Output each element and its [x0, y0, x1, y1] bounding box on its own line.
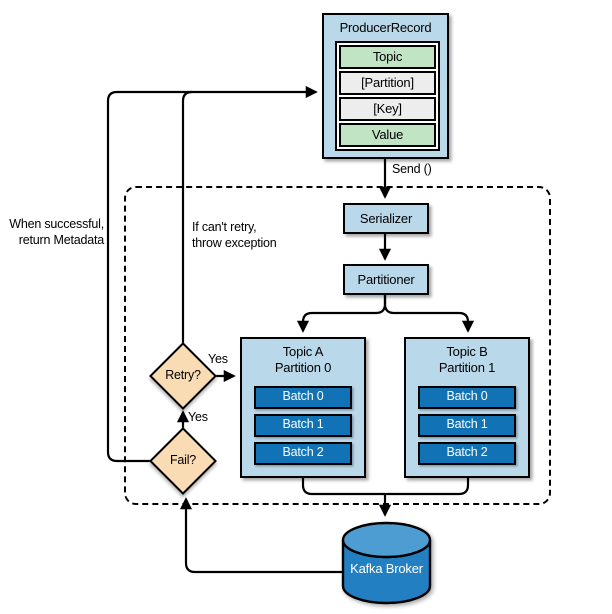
serializer-box: Serializer	[343, 203, 429, 234]
fail-decision-label: Fail?	[169, 453, 197, 467]
topic-a-name: Topic A	[282, 344, 324, 359]
topic-b-title: Topic B Partition 1	[406, 339, 528, 375]
topic-b-name: Topic B	[446, 344, 488, 359]
topic-b-batch-2: Batch 2	[418, 442, 516, 465]
success-note-line1: When successful,	[9, 217, 104, 231]
field-value: Value	[339, 123, 436, 147]
partitioner-box: Partitioner	[343, 264, 429, 295]
producer-record-box: ProducerRecord Topic [Partition] [Key] V…	[322, 13, 449, 159]
fail-yes-label: Yes	[188, 410, 208, 424]
success-note-line2: return Metadata	[18, 233, 104, 247]
producer-record-title: ProducerRecord	[339, 20, 432, 35]
topic-b-batch-1: Batch 1	[418, 414, 516, 437]
kafka-broker-top	[341, 521, 432, 559]
kafka-broker-label: Kafka Broker	[350, 561, 423, 576]
partitioner-to-topic-a-arrow	[296, 295, 387, 333]
topic-a-batch-1: Batch 1	[254, 414, 352, 437]
topic-a-to-broker-line	[301, 477, 385, 496]
topic-b-batch-0: Batch 0	[418, 386, 516, 409]
success-return-loop-arrow	[106, 85, 318, 463]
partitioner-to-topic-b-arrow	[383, 295, 475, 333]
topic-b-to-broker-line	[386, 477, 470, 496]
topic-a-batch-2: Batch 2	[254, 442, 352, 465]
topic-b-partition: Partition 1	[438, 359, 496, 375]
retry-decision-label: Retry?	[165, 368, 201, 382]
success-note: When successful, return Metadata	[0, 216, 104, 248]
topic-a-title: Topic A Partition 0	[242, 339, 364, 375]
topic-a-partition-0-box: Topic A Partition 0 Batch 0 Batch 1 Batc…	[240, 337, 366, 478]
topic-b-partition-1-box: Topic B Partition 1 Batch 0 Batch 1 Batc…	[404, 337, 530, 478]
cant-retry-note-line1: If can't retry,	[192, 220, 257, 234]
kafka-broker-cylinder	[341, 521, 432, 605]
topic-a-batch-0: Batch 0	[254, 386, 352, 409]
producer-record-fields: Topic [Partition] [Key] Value	[335, 41, 440, 151]
send-label: Send ()	[392, 162, 432, 176]
broker-to-fail-arrow	[179, 497, 344, 574]
field-topic: Topic	[339, 45, 436, 69]
cant-retry-note-line2: throw exception	[192, 236, 277, 250]
retry-yes-label: Yes	[208, 352, 228, 366]
producer-internals-boundary	[124, 186, 551, 505]
field-partition: [Partition]	[339, 71, 436, 95]
cant-retry-note: If can't retry, throw exception	[192, 219, 277, 251]
cant-retry-exception-line	[181, 90, 193, 347]
field-key: [Key]	[339, 97, 436, 121]
topic-a-partition: Partition 0	[274, 359, 332, 375]
